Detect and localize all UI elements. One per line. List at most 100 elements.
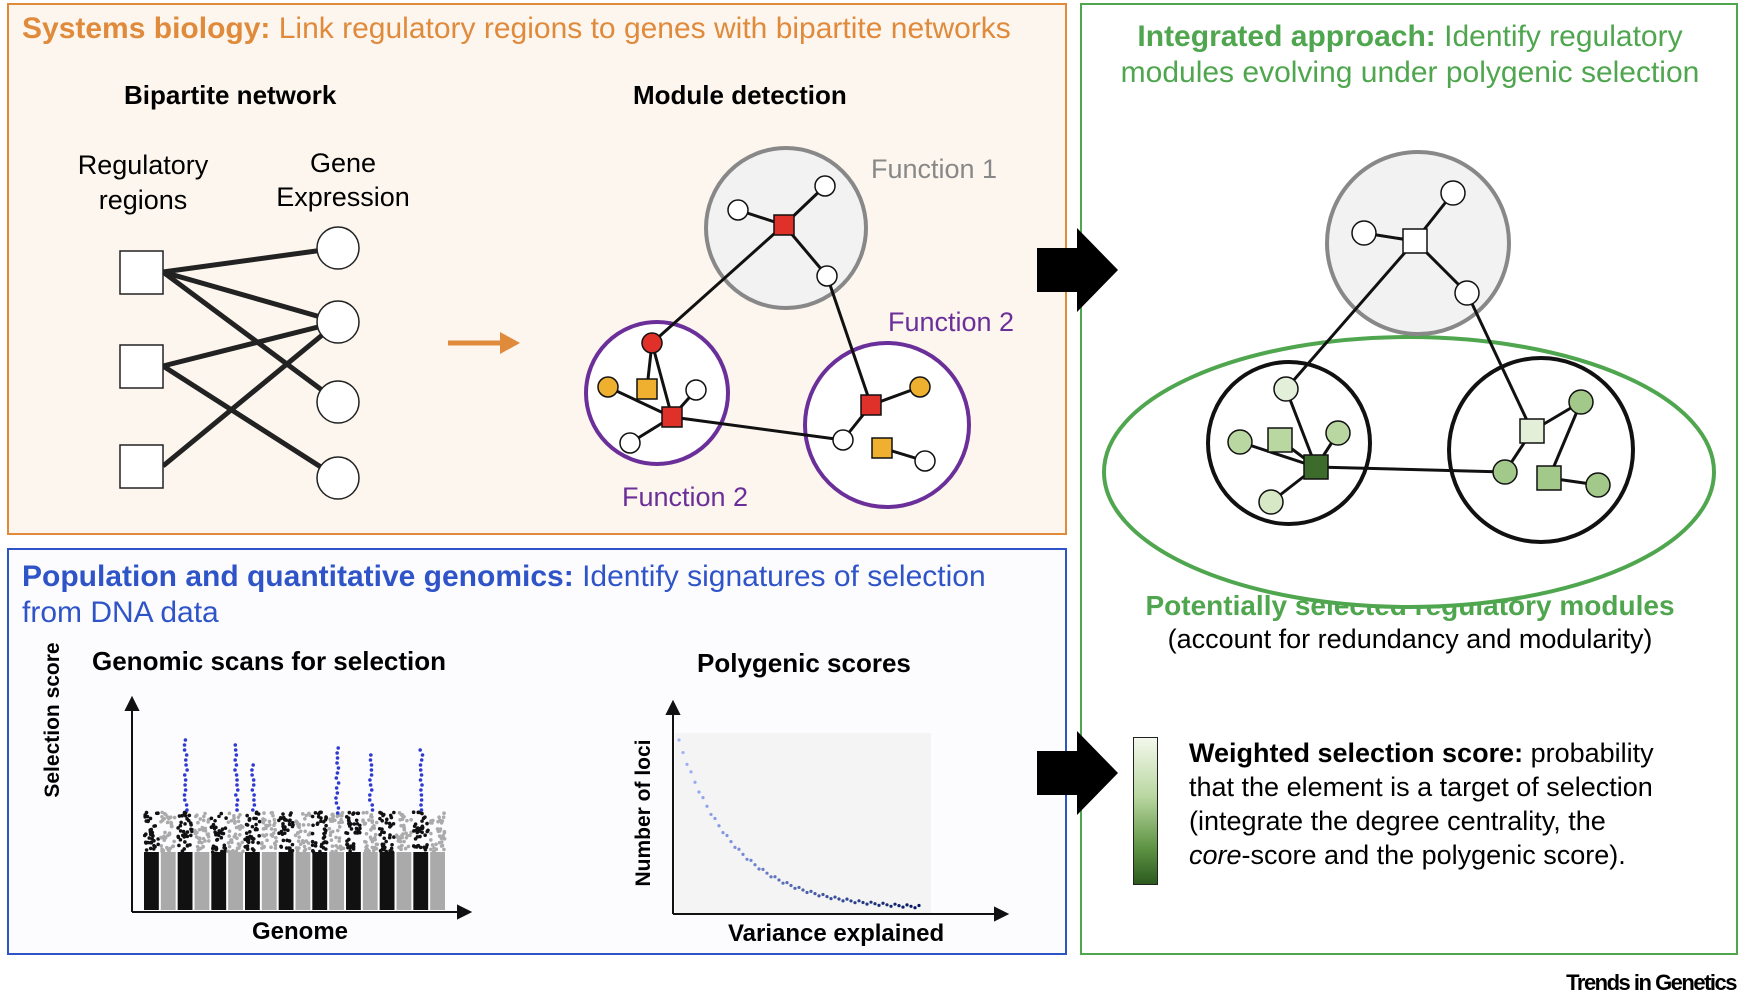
selection-peak-point — [419, 788, 423, 792]
black-arrow-icon-top — [1037, 228, 1118, 312]
scan-point — [226, 841, 231, 845]
scan-point — [374, 820, 379, 825]
selection-peak-point — [334, 786, 339, 790]
scan-point — [229, 838, 233, 843]
scan-point — [399, 844, 404, 848]
scan-point — [178, 823, 183, 828]
scan-point — [388, 833, 392, 837]
scan-point — [378, 810, 382, 815]
scan-point — [220, 831, 225, 836]
scan-point — [413, 837, 418, 841]
scan-point — [226, 849, 231, 854]
scan-point — [217, 829, 222, 833]
scan-point — [269, 811, 274, 815]
scan-point — [338, 844, 343, 849]
scan-point — [247, 817, 252, 822]
polygenic-point — [685, 762, 689, 766]
selection-peak-point — [182, 743, 187, 747]
selection-peak-point — [334, 801, 339, 805]
scan-point — [370, 815, 374, 819]
scan-point — [440, 819, 445, 823]
selection-peak-point — [235, 783, 239, 787]
scan-point — [364, 840, 368, 844]
selection-peak-point — [184, 763, 188, 767]
selection-peak-point — [233, 748, 238, 752]
scan-point — [441, 815, 446, 820]
scan-point — [319, 842, 324, 847]
scan-point — [238, 843, 242, 847]
scan-point — [437, 834, 442, 838]
scan-point — [310, 843, 315, 847]
selection-peak-point — [185, 808, 189, 812]
scan-point — [217, 814, 221, 819]
scan-point — [169, 824, 174, 829]
scan-point — [232, 813, 236, 818]
scan-point — [335, 814, 340, 819]
scan-point — [287, 822, 292, 827]
regulatory-region-node — [119, 344, 164, 389]
scan-point — [319, 819, 323, 823]
polygenic-point — [861, 900, 865, 905]
gene-node — [316, 226, 360, 270]
scan-point — [266, 823, 270, 828]
scan-point — [209, 816, 214, 821]
scan-point — [279, 816, 284, 821]
scan-point — [396, 839, 401, 843]
scan-point — [213, 818, 217, 823]
scan-point — [328, 833, 333, 838]
scan-point — [198, 817, 203, 821]
polygenic-score-curve — [677, 738, 921, 910]
scan-point — [361, 818, 365, 822]
scan-point — [307, 846, 312, 851]
polygenic-point — [893, 902, 897, 906]
polygenic-point — [705, 804, 709, 808]
polygenic-point — [785, 881, 789, 885]
scan-point — [404, 835, 409, 840]
gene-label-1: Gene — [309, 148, 377, 178]
chromosome-band — [211, 852, 227, 910]
scan-point — [180, 813, 184, 818]
scan-point — [370, 820, 375, 825]
scan-point — [201, 818, 206, 823]
polygenic-point — [841, 899, 845, 903]
scan-point — [211, 844, 216, 848]
polygenic-point — [853, 901, 857, 905]
polygenic-point — [681, 750, 685, 755]
selection-peak-point — [419, 803, 423, 807]
polygenic-point — [797, 885, 801, 890]
systems-title-bold: Systems biology: — [22, 12, 271, 45]
polygenic-point — [913, 906, 917, 910]
scan-point — [425, 843, 429, 847]
function1-label: Function 1 — [871, 154, 998, 184]
scan-point — [310, 848, 315, 853]
selection-peak-point — [183, 778, 188, 782]
scan-point — [188, 843, 192, 847]
selection-peak-point — [182, 748, 187, 752]
scan-point — [271, 813, 275, 818]
scan-point — [146, 819, 150, 824]
selection-peak-point — [367, 798, 372, 802]
scan-point — [261, 833, 265, 838]
selection-peak-point — [235, 788, 240, 792]
scan-point — [392, 835, 396, 839]
scan-point — [337, 839, 342, 843]
scan-point — [159, 835, 164, 840]
scan-point — [245, 846, 250, 851]
scan-point — [182, 810, 187, 815]
scan-point — [358, 823, 362, 828]
weighted-score-text: Weighted selection score: probability th… — [1189, 736, 1654, 872]
selection-peak-point — [251, 808, 255, 812]
bipartite-title: Bipartite network — [124, 80, 337, 110]
regulatory-label-1: Regulatory — [77, 150, 209, 180]
scan-point — [210, 850, 215, 854]
selection-peak-point — [335, 771, 340, 775]
scan-point — [286, 828, 290, 833]
selection-peak-point — [185, 768, 189, 772]
polygenic-point — [765, 871, 769, 875]
scan-point — [183, 822, 187, 826]
polygenic-point — [753, 863, 757, 867]
chromosome-band — [379, 852, 395, 910]
polygenic-point — [845, 897, 849, 901]
scan-point — [160, 810, 164, 815]
scan-point — [236, 819, 241, 824]
